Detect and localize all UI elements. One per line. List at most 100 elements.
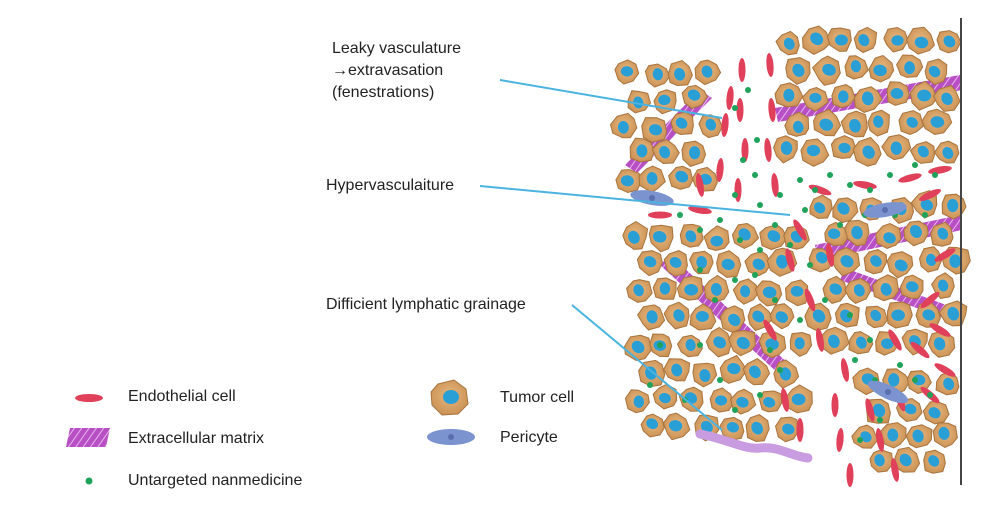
annotation-pointers [479,79,791,431]
endothelial-cell [934,363,956,377]
nanomedicine-particle [737,237,743,243]
tumor-cell [644,63,671,88]
nanomedicine-particle [757,247,763,253]
tumor-cell [844,55,869,80]
nanomedicine-particle [837,222,843,228]
tumor-cell [744,250,772,277]
endothelial-cell [840,358,850,382]
legend-symbols [66,379,475,485]
endothelial-cell [726,86,734,110]
tumor-cell [676,334,703,358]
tumor-cell [667,59,693,87]
nanomedicine-particle [647,382,653,388]
endothelial-cell [831,393,839,417]
tumor-cell [872,274,900,302]
nanomedicine-particle [767,347,773,353]
tumor-cell [896,54,924,78]
endothelial-cell [875,428,885,452]
nanomedicine-particle [912,377,918,383]
legend-endothelial-label: Endothelial cell [128,388,236,405]
tumor-cell [648,224,674,253]
tumor-cell [905,424,933,449]
tumor-cell [759,224,788,251]
nanomedicine-particle [740,157,746,163]
tumor-cell [742,358,771,386]
tumor-cell [903,220,929,247]
tumor-cell [614,59,640,85]
nanomedicine-particle [897,362,903,368]
annotation-lymph: Difficient lymphatic grainage [326,296,526,313]
nanomedicine-particle [697,267,703,273]
endothelial-cell [771,173,779,197]
endothelial-cell [768,98,776,122]
nanomedicine-particle [712,297,718,303]
tumor-cell [637,304,666,331]
tumor-cell [811,55,841,86]
tumor-cell [924,58,948,86]
tumor-cell [906,26,936,55]
tumor-cell [894,446,921,473]
nanomedicine-particle [777,192,783,198]
tumor-cell [801,25,831,55]
endothelial-cell-group [648,53,956,487]
nanomedicine-particle [772,297,778,303]
endothelial-cell [865,398,875,422]
nanomedicine-particle [657,342,663,348]
tumor-cell [898,110,924,136]
tumor-cell [623,334,652,362]
tumor-cell [652,383,678,410]
tumor-cell [844,277,872,304]
legend-endothelial-icon [75,394,103,402]
legend-tumor-icon [430,379,469,416]
tumor-cell [758,330,787,359]
endothelial-cell [721,113,729,137]
endothelial-cell [928,165,952,175]
pointer-leaky [499,79,723,119]
tumor-cell [622,221,649,250]
tumor-cell [824,221,849,247]
tumor-cell [754,280,783,307]
nanomedicine-particle [717,217,723,223]
endothelial-cell [716,158,724,182]
nanomedicine-particle [922,212,928,218]
tumor-cell [662,412,691,441]
tumor-cell [703,274,730,303]
tumor-cell [863,249,888,275]
nanomedicine-particle [912,162,918,168]
tumor-cell [663,301,690,330]
tumor-tissue [609,18,971,487]
endothelial-cell [764,138,772,162]
tumor-cell [773,359,800,389]
tumor-cell [832,197,859,224]
tumor-cell [774,82,804,108]
tumor-cell [830,135,857,159]
tumor-cell [867,109,890,137]
annotation-leaky-line3: (fenestrations) [332,84,435,101]
tumor-cell [852,136,882,167]
tumor-cell [652,277,677,300]
tumor-cell [719,416,745,441]
tumor-cell [636,250,663,277]
tumor-cell [775,30,800,56]
tumor-cell [705,326,732,358]
tumor-cell [681,84,708,110]
tumor-cell [813,108,842,137]
nanomedicine-particle [757,202,763,208]
nanomedicine-particle [745,87,751,93]
nanomedicine-group [647,87,938,443]
tumor-cell [930,221,954,247]
legend-tumor-label: Tumor cell [500,389,575,406]
tumor-cell [923,449,946,474]
tumor-cell [801,86,829,112]
lymphatic-vessel [695,429,813,463]
tumor-cell [918,246,943,273]
tumor-cell [886,81,910,106]
endothelial-cell [898,173,922,183]
endothelial-cell [796,418,804,442]
legend-ecm-icon [66,428,110,447]
endothelial-cell [741,138,749,162]
nanomedicine-particle [732,105,738,111]
tumor-cell [819,326,850,355]
tumor-cell [773,135,798,164]
tumor-cell [728,329,756,357]
